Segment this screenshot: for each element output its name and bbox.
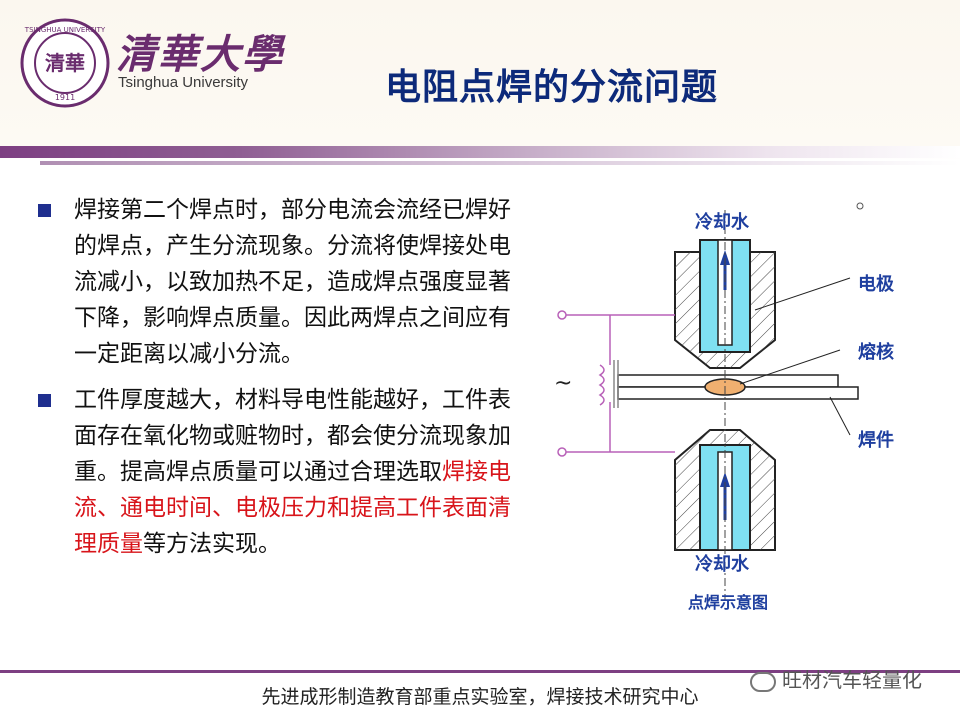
divider-thin [40, 161, 960, 165]
bullet-list: 焊接第二个焊点时，部分电流会流经已焊好的焊点，产生分流现象。分流将使焊接处电流减… [36, 192, 526, 572]
bullet-1-text: 焊接第二个焊点时，部分电流会流经已焊好的焊点，产生分流现象。分流将使焊接处电流减… [74, 197, 511, 367]
workpiece [617, 374, 859, 400]
watermark-text: 旺材汽车轻量化 [782, 668, 922, 692]
slide-title: 电阻点焊的分流问题 [385, 67, 719, 108]
university-logo-cn: 清華大學 [116, 31, 284, 78]
ac-symbol: ~ [554, 371, 572, 396]
university-logo-en: Tsinghua University [118, 74, 249, 91]
bullet-square-icon [38, 204, 51, 217]
seal-year: 1911 [55, 93, 75, 102]
university-seal: 清華 1911 TSINGHUA UNIVERSITY [20, 18, 110, 108]
bullet-2-highlight: 焊接电流、通电时间、电极压力和提高工件表面清理质量 [74, 459, 511, 557]
label-electrode: 电极 [858, 273, 895, 295]
header-divider [0, 146, 960, 168]
bullet-item-1: 焊接第二个焊点时，部分电流会流经已焊好的焊点，产生分流现象。分流将使焊接处电流减… [36, 192, 526, 372]
bullet-square-icon [38, 394, 51, 407]
divider-thick [0, 146, 960, 158]
bullet-2-tail: 等方法实现。 [143, 531, 281, 557]
bullet-item-2: 工件厚度越大，材料导电性能越好，工件表面存在氧化物或赃物时，都会使分流现象加重。… [36, 382, 526, 562]
label-workpiece: 焊件 [858, 429, 894, 451]
spot-welding-diagram: ~ 冷却水 电极 熔核 焊件 冷却水 点焊示意图 [540, 190, 912, 620]
label-nugget: 熔核 [858, 341, 894, 363]
seal-center: 清華 [45, 51, 85, 75]
footer-divider [0, 670, 960, 673]
wechat-icon [750, 671, 776, 692]
label-cooling-water-top: 冷却水 [695, 211, 750, 233]
diagram-caption: 点焊示意图 [688, 593, 768, 612]
seal-ring-text: TSINGHUA UNIVERSITY [24, 26, 106, 34]
watermark: 旺材汽车轻量化 [750, 664, 922, 693]
label-cooling-water-bottom: 冷却水 [695, 553, 750, 575]
footer-text: 先进成形制造教育部重点实验室，焊接技术研究中心 [261, 686, 699, 708]
power-circuit [557, 310, 675, 457]
bullet-2-text: 工件厚度越大，材料导电性能越好，工件表面存在氧化物或赃物时，都会使分流现象加重。… [74, 387, 511, 485]
